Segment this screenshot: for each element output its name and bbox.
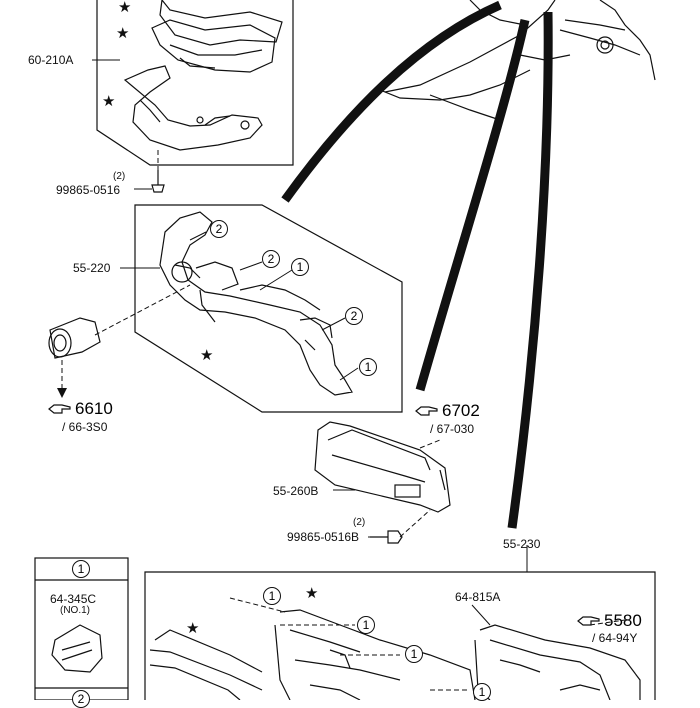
- label-99865-0516: 99865-0516: [56, 183, 121, 197]
- ref-5580[interactable]: 5580: [577, 611, 642, 631]
- qty-99865-a: (2): [113, 171, 126, 182]
- frame-55-220: [134, 204, 403, 413]
- pointing-hand-icon: [577, 616, 600, 626]
- star-marker: ★: [200, 347, 214, 364]
- ref-6610-code: 6610: [75, 399, 113, 418]
- arrow-to-55-230: [507, 11, 553, 529]
- callout-1: 1: [405, 645, 423, 663]
- star-marker: ★: [116, 25, 130, 42]
- label-64-815a: 64-815A: [455, 590, 501, 604]
- label-55-260b: 55-260B: [273, 484, 319, 498]
- legend-callout-2: 2: [72, 690, 90, 708]
- arrow-to-60-210a: [281, 0, 502, 203]
- lower-panel-55-220: [159, 211, 353, 396]
- label-64-345c: 64-345C: [50, 592, 97, 606]
- audio-unit-55-260b: [314, 421, 451, 513]
- callout-1: 1: [357, 616, 375, 634]
- callout-1: 1: [359, 358, 377, 376]
- pointing-hand-icon: [48, 404, 71, 414]
- label-55-220: 55-220: [73, 261, 111, 275]
- screw-99865-b: [370, 530, 403, 544]
- callout-2: 2: [345, 307, 363, 325]
- frame-60-210a: [96, 0, 294, 166]
- ref-5580-code: 5580: [604, 611, 642, 630]
- star-marker: ★: [305, 585, 319, 602]
- clip-64-345c: [51, 624, 103, 673]
- label-99865-0516b: 99865-0516B: [287, 530, 360, 544]
- label-64-345c-sub: (NO.1): [60, 605, 90, 616]
- callout-2: 2: [210, 220, 228, 238]
- star-marker: ★: [118, 0, 132, 16]
- ref-6702[interactable]: 6702: [415, 401, 480, 421]
- column-cover-parts: [123, 0, 283, 151]
- ref-6702-page: / 67-030: [430, 422, 475, 436]
- dash-panel-55-230: [149, 609, 476, 700]
- arrow-to-6702: [415, 19, 530, 392]
- legend-callout-1: 1: [72, 560, 90, 578]
- callout-2: 2: [262, 250, 280, 268]
- arrow-head-socket: [57, 388, 67, 398]
- callout-1: 1: [263, 587, 281, 605]
- ref-5580-page: / 64-94Y: [592, 631, 638, 645]
- label-55-230: 55-230: [503, 537, 541, 551]
- legend-box: [34, 557, 129, 700]
- label-60-210a: 60-210A: [28, 53, 74, 67]
- callout-1: 1: [473, 683, 491, 701]
- screw-99865-a: [151, 170, 165, 193]
- ref-6702-code: 6702: [442, 401, 480, 420]
- frame-55-230: [144, 571, 656, 700]
- pointing-hand-icon: [415, 406, 438, 416]
- callout-1: 1: [291, 258, 309, 276]
- socket-part: [48, 317, 101, 359]
- ref-6610-page: / 66-3S0: [62, 420, 108, 434]
- ref-6610[interactable]: 6610: [48, 399, 113, 419]
- star-marker: ★: [102, 93, 116, 110]
- star-marker: ★: [186, 620, 200, 637]
- qty-99865-b: (2): [353, 517, 366, 528]
